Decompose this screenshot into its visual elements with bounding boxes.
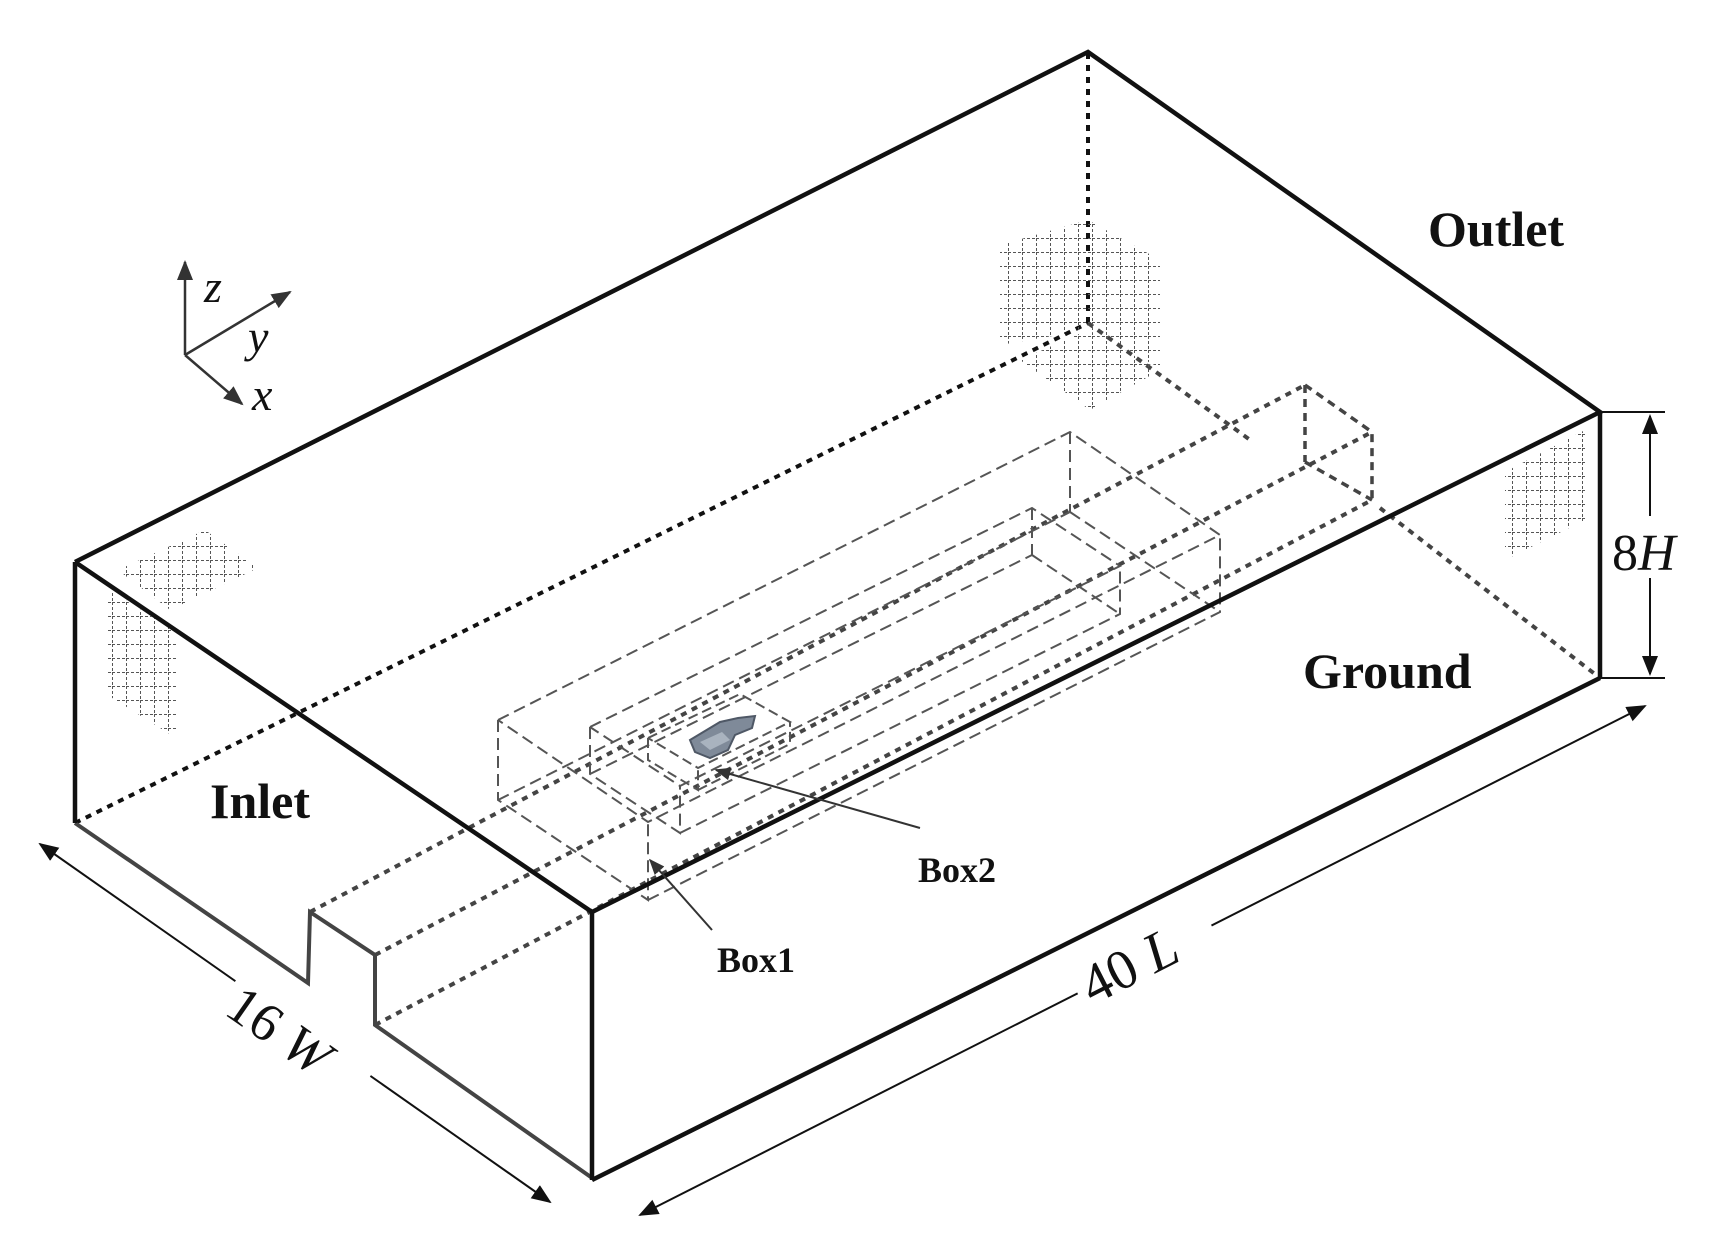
mesh-grid-inlet-side [106,588,176,738]
svg-text:8H: 8H [1612,525,1678,582]
box1-outline [497,430,1222,902]
height-symbol: H [1637,525,1678,582]
axis-z-label: z [203,261,222,312]
coordinate-axes [177,260,292,406]
height-dimension-label: 8H [1606,516,1698,582]
vehicle-model [688,714,757,760]
hidden-domain-edges [74,52,1090,825]
axis-y-label: y [244,311,269,362]
height-number: 8 [1612,525,1638,582]
width-dimension-label: 16 W [210,967,381,1112]
mesh-grid-outlet [1505,430,1585,560]
length-dimension-label: 40 L [1062,894,1224,1018]
mesh-grid-inlet-top [118,530,258,610]
ground-label: Ground [1303,643,1472,699]
inner-ground-edges [309,321,1602,1027]
outlet-label: Outlet [1428,201,1564,257]
ground-step-profile [73,821,597,1182]
axis-x-label: x [251,369,273,420]
box2-outline [589,506,1122,835]
outer-refinement-box [1303,383,1374,502]
box2-label: Box2 [918,850,996,890]
box-leaders [648,767,921,931]
mesh-grid-back-corner [1000,220,1160,410]
box1-label: Box1 [717,940,795,980]
inlet-label: Inlet [210,773,310,829]
